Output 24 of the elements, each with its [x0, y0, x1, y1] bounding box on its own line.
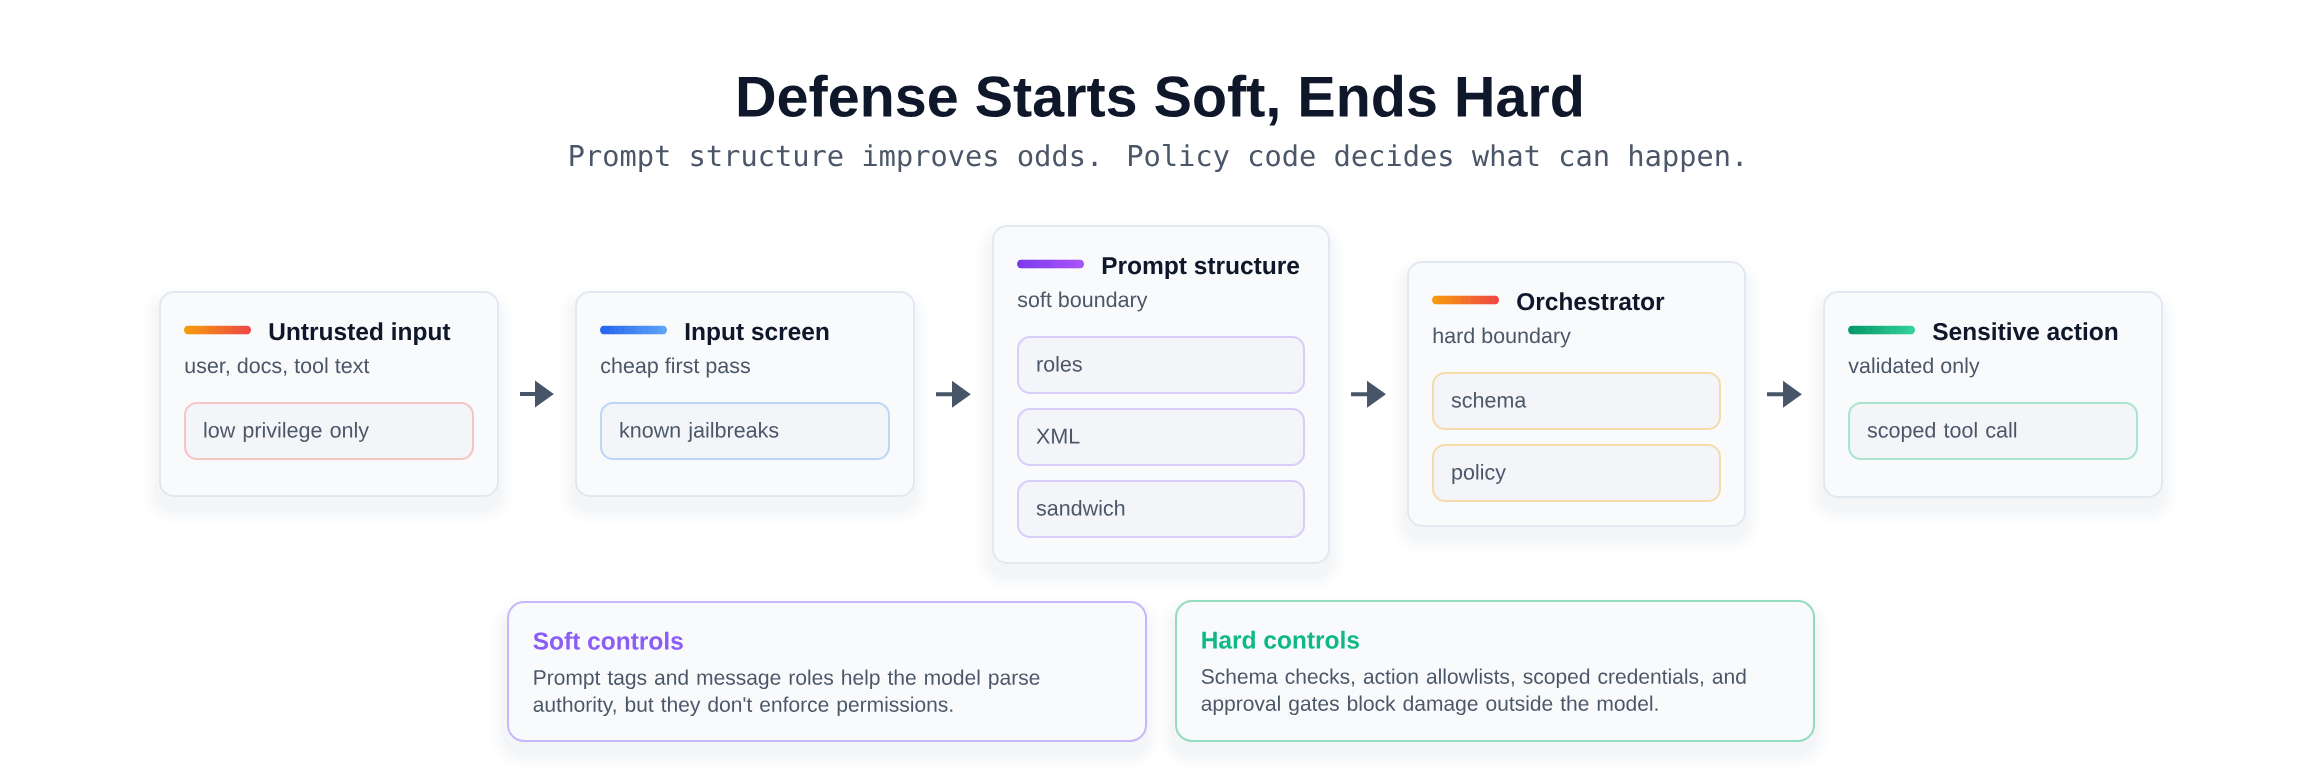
- subtitle: Prompt structure improves odds. Policy code decides what can happen.: [570, 144, 1742, 172]
- note-title: Hard controls: [1202, 630, 1359, 649]
- card-subtitle: user, docs, tool text: [185, 357, 370, 376]
- tag-box: XML: [1017, 408, 1305, 466]
- tag-box: roles: [1017, 336, 1305, 394]
- card-title: Untrusted input: [269, 322, 451, 346]
- card-title: Input screen: [685, 323, 829, 346]
- tag-box: known jailbreaks: [600, 402, 890, 460]
- tag-box: scoped tool call: [1848, 402, 2139, 460]
- card-subtitle: soft boundary: [1017, 291, 1148, 312]
- card-subtitle: cheap first pass: [601, 357, 750, 378]
- card-title: Sensitive action: [1932, 322, 2118, 341]
- note-title: Soft controls: [533, 631, 683, 650]
- tag-box: schema: [1432, 372, 1722, 430]
- card-subtitle: hard boundary: [1433, 327, 1571, 348]
- tag-box: sandwich: [1017, 480, 1305, 538]
- note-text: Prompt tags and message roles help the model parse authority, but they don't enforce permissions.: [533, 669, 1040, 717]
- note-text: Schema checks, action allowlists, scoped credentials, and approval gates block damage outside the model.: [1201, 668, 1746, 716]
- card-subtitle: validated only: [1848, 357, 1980, 378]
- card-title: Orchestrator: [1517, 292, 1665, 311]
- tag-box: policy: [1432, 444, 1722, 502]
- tag-box: low privilege only: [184, 402, 474, 460]
- card-title: Prompt structure: [1102, 257, 1300, 280]
- title: Defense Starts Soft, Ends Hard: [738, 74, 1582, 126]
